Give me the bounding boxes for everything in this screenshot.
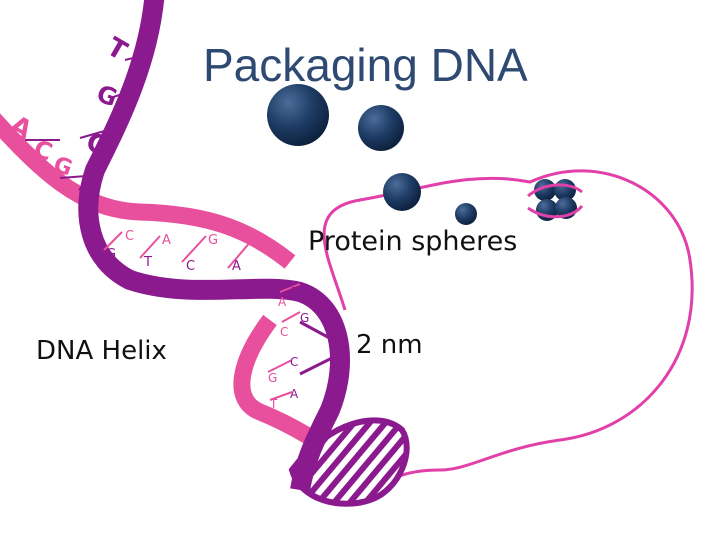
base-letter: C [290,355,298,369]
base-letter: T [269,397,278,411]
base-letter: G [106,247,116,262]
base-letter: T [102,32,133,67]
base-letter: C [280,325,288,339]
protein-spheres [267,84,477,225]
base-letter: A [232,259,241,274]
base-letter: C [125,229,134,244]
base-letter: G [268,371,277,385]
base-letter: T [251,235,260,250]
base-letter: A [278,295,287,309]
scale-label: 2 nm [356,330,423,360]
base-letter: A [290,387,299,401]
base-letter: T [143,255,152,270]
nucleosome-cluster [528,179,582,221]
protein-spheres-label: Protein spheres [308,226,517,257]
dna-helix-label: DNA Helix [36,336,167,366]
base-letter: T [291,285,300,299]
base-letter: G [208,233,218,248]
page-title: Packaging DNA [203,38,528,92]
base-letter: C [186,259,195,274]
base-letter: A [162,233,171,248]
